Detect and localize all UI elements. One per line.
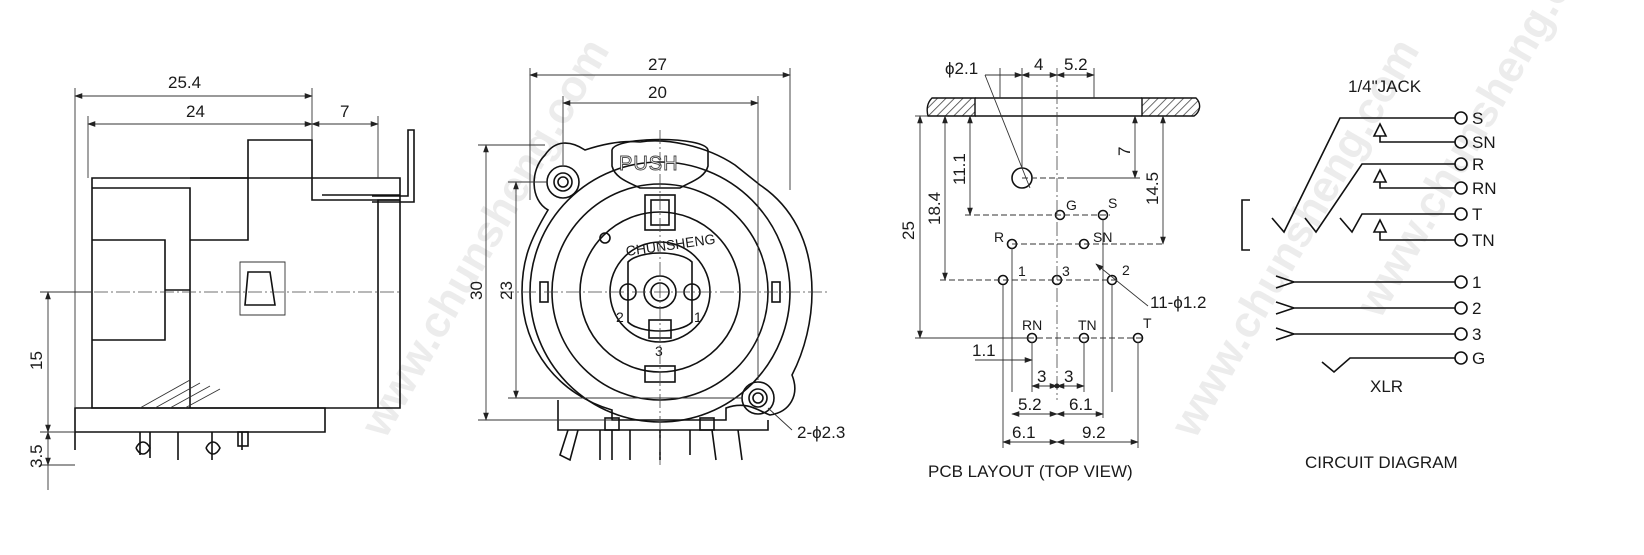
dim-pcb-1-1: 1.1 — [972, 341, 996, 360]
dim-pcb-top-5-2: 5.2 — [1064, 55, 1088, 74]
dim-side-pin-height: 3.5 — [27, 444, 46, 468]
dim-pcb-small-holes: 11-ϕ1.2 — [1150, 293, 1206, 312]
terminal-T: T — [1472, 205, 1482, 224]
pcb-pin-2: 2 — [1122, 262, 1130, 278]
pcb-layout-caption: PCB LAYOUT (TOP VIEW) — [928, 462, 1133, 481]
terminal-R: R — [1472, 155, 1484, 174]
front-view: PUSH CHUNSHENG 2 1 3 27 20 30 23 — [467, 55, 845, 465]
circuit-title-xlr: XLR — [1370, 377, 1403, 396]
dim-side-total-length: 25.4 — [168, 73, 201, 92]
terminal-TN: TN — [1472, 231, 1495, 250]
pcb-pin-G: G — [1066, 197, 1077, 213]
pin-label-3: 3 — [655, 343, 663, 359]
dim-pcb-14-5: 14.5 — [1143, 172, 1162, 205]
dim-pcb-top-4: 4 — [1034, 55, 1043, 74]
dim-side-body-length: 24 — [186, 102, 205, 121]
dim-pcb-3-right: 3 — [1064, 367, 1073, 386]
dim-pcb-6-1-left: 6.1 — [1012, 423, 1036, 442]
terminal-S: S — [1472, 109, 1483, 128]
pcb-pin-TN: TN — [1078, 317, 1097, 333]
circuit-terminals — [1454, 111, 1468, 365]
dim-pcb-5-2: 5.2 — [1018, 395, 1042, 414]
dim-front-height-30: 30 — [467, 281, 486, 300]
dim-front-width-27: 27 — [648, 55, 667, 74]
terminal-SN: SN — [1472, 133, 1496, 152]
terminal-G: G — [1472, 349, 1485, 368]
dim-pcb-7: 7 — [1115, 147, 1134, 156]
dim-pcb-11-1: 11.1 — [950, 153, 969, 185]
circuit-diagram-caption: CIRCUIT DIAGRAM — [1305, 453, 1458, 472]
dim-pcb-big-hole: ϕ2.1 — [945, 59, 978, 78]
dim-pcb-6-1-right: 6.1 — [1069, 395, 1093, 414]
pcb-pin-R: R — [994, 229, 1004, 245]
dim-side-flange: 7 — [340, 102, 349, 121]
pcb-pin-S: S — [1108, 195, 1117, 211]
dim-front-hole-spacing-20: 20 — [648, 83, 667, 102]
terminal-RN: RN — [1472, 179, 1497, 198]
dim-mount-holes: 2-ϕ2.3 — [797, 423, 845, 442]
pcb-pin-1: 1 — [1018, 263, 1026, 279]
dim-pcb-3-left: 3 — [1037, 367, 1046, 386]
circuit-title-jack: 1/4"JACK — [1348, 77, 1422, 96]
pin-label-2: 2 — [616, 309, 624, 325]
dim-front-hole-spacing-23: 23 — [497, 281, 516, 300]
terminal-3: 3 — [1472, 325, 1481, 344]
circuit-diagram: 1/4"JACK — [1241, 77, 1497, 472]
watermark-text: www.chunsheng.com — [351, 30, 619, 446]
pcb-pin-3: 3 — [1062, 263, 1070, 279]
dim-side-height-15: 15 — [27, 351, 46, 370]
side-view: 25.4 24 7 15 3.5 — [27, 73, 415, 490]
pcb-pin-T: T — [1143, 315, 1152, 331]
pcb-pin-RN: RN — [1022, 317, 1042, 333]
brand-label: CHUNSHENG — [625, 231, 717, 259]
dim-pcb-18-4: 18.4 — [925, 192, 944, 225]
terminal-1: 1 — [1472, 273, 1481, 292]
pcb-layout: G S R SN 1 3 2 RN TN T ϕ2.1 4 5.2 25 18.… — [899, 55, 1206, 481]
push-button-label: PUSH — [619, 153, 679, 175]
dim-pcb-9-2: 9.2 — [1082, 423, 1106, 442]
pin-label-1: 1 — [694, 309, 702, 325]
terminal-2: 2 — [1472, 299, 1481, 318]
dim-pcb-25: 25 — [899, 221, 918, 240]
